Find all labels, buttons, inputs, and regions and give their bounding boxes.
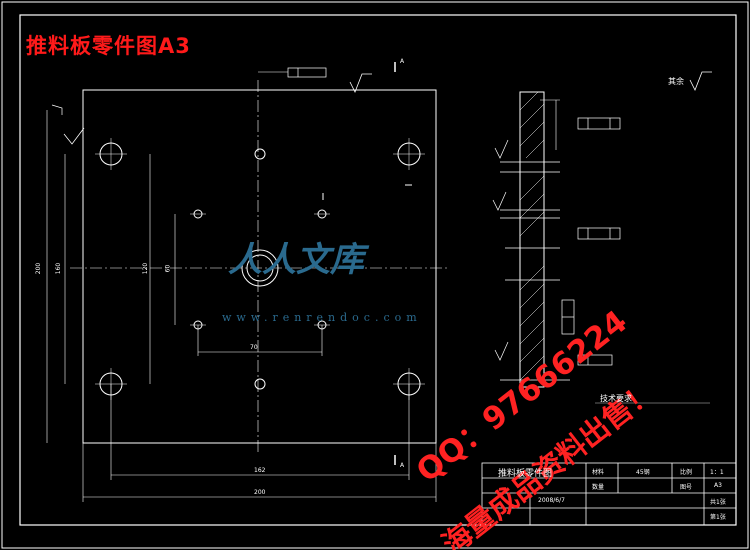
dim-mid-x: 70 — [250, 344, 258, 351]
rest-roughness-label: 其余 — [668, 77, 684, 86]
tech-req-heading: 技术要求 — [600, 394, 632, 403]
title-block-material: 45钢 — [636, 469, 650, 476]
title-block-page: 第1张 — [710, 514, 726, 521]
center-hole-inner — [246, 254, 274, 282]
page-title: 推料板零件图A3 — [26, 34, 191, 58]
center-hole-outer — [241, 249, 279, 287]
title-block-drawing-no: A3 — [714, 482, 722, 489]
top-small-hole — [254, 148, 266, 160]
title-block-scale-label: 比例 — [680, 469, 693, 476]
section-mark-top: A — [400, 58, 405, 65]
side-section — [519, 91, 545, 388]
title-block-total: 共1张 — [710, 499, 726, 506]
title-block-qty-label: 数量 — [592, 484, 605, 491]
dim-hole-x: 162 — [254, 467, 266, 474]
inner-frame — [19, 14, 737, 526]
watermark-logo: 人人文库 — [228, 240, 364, 280]
watermark-site: www.renrendoc.com — [222, 311, 422, 324]
dim-height: 200 — [35, 262, 43, 275]
bottom-small-hole — [254, 378, 266, 390]
title-block — [481, 462, 737, 526]
title-block-part-name: 推料板零件图 — [498, 469, 553, 479]
title-block-material-label: 材料 — [592, 469, 605, 476]
section-mark-bottom: A — [400, 462, 405, 469]
title-block-scale: 1：1 — [710, 469, 724, 476]
title-block-drawing-no-label: 图号 — [680, 484, 693, 491]
dim-mid-y: 60 — [164, 264, 172, 273]
plate-outline — [82, 89, 437, 444]
title-block-date: 2008/6/7 — [538, 497, 565, 504]
dim-left-y: 120 — [142, 262, 150, 275]
dim-hole-y: 160 — [55, 262, 63, 275]
dim-width: 200 — [254, 489, 266, 496]
